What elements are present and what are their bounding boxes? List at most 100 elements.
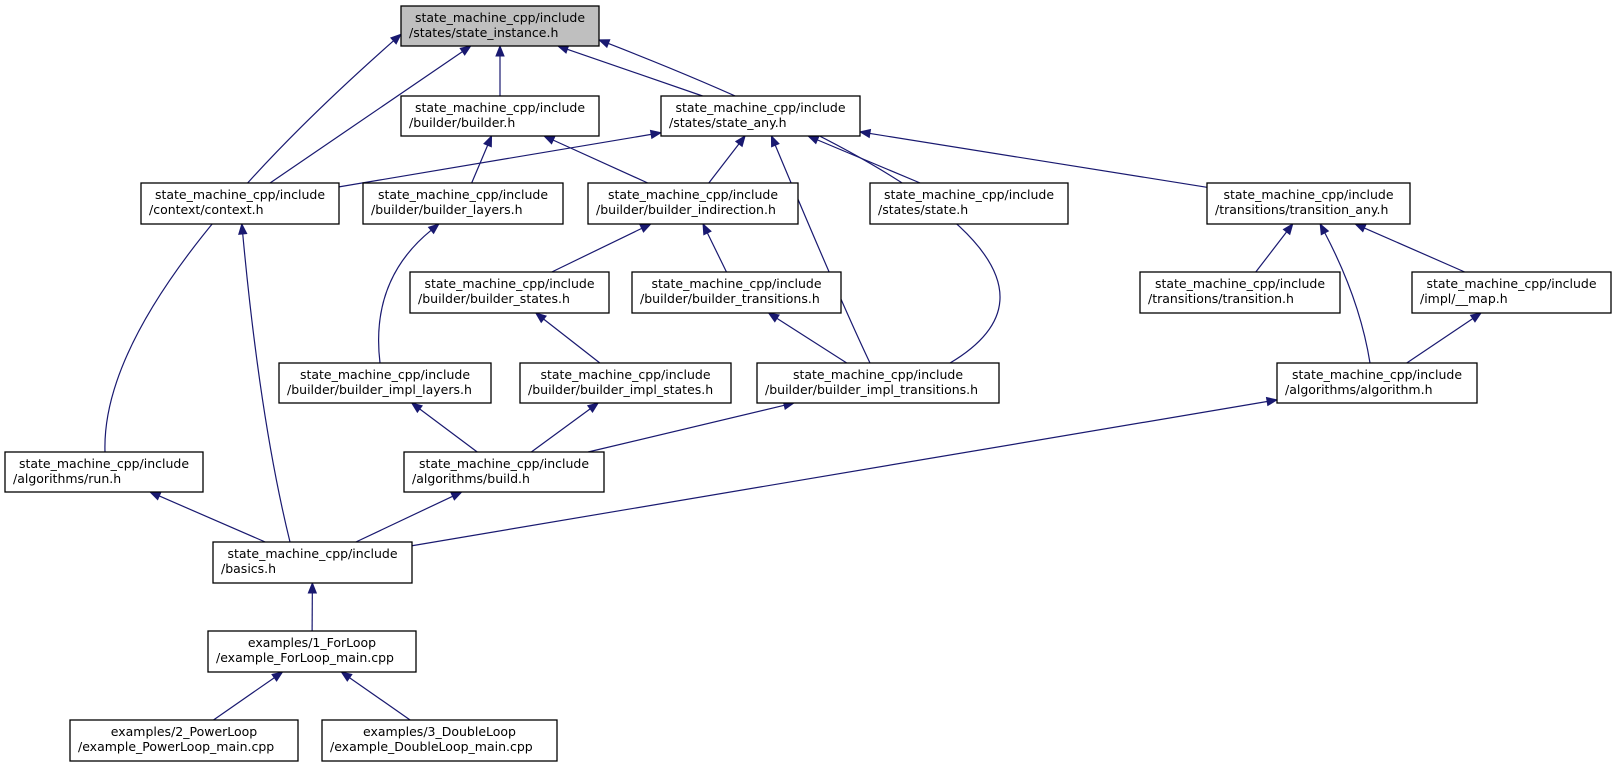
- edge-state-to-state_any: [806, 135, 921, 184]
- node-build[interactable]: state_machine_cpp/include/algorithms/bui…: [403, 451, 605, 493]
- node-box: [1206, 182, 1411, 225]
- node-box: [756, 362, 1000, 404]
- node-state_any[interactable]: state_machine_cpp/include/states/state_a…: [660, 95, 861, 137]
- node-label-line2: /algorithms/algorithm.h: [1285, 382, 1433, 397]
- node-doubleloop[interactable]: examples/3_DoubleLoop/example_DoubleLoop…: [321, 719, 558, 762]
- node-label-line2: /states/state_any.h: [669, 115, 787, 130]
- node-run[interactable]: state_machine_cpp/include/algorithms/run…: [4, 451, 204, 493]
- node-label-line1: state_machine_cpp/include: [19, 456, 189, 471]
- node-label-line2: /example_ForLoop_main.cpp: [216, 650, 394, 665]
- node-box: [587, 182, 799, 225]
- node-label-line1: state_machine_cpp/include: [675, 100, 845, 115]
- arrowhead-icon: [597, 39, 611, 49]
- edge-transition-to-transition_any: [1255, 222, 1294, 273]
- node-box: [1139, 271, 1341, 314]
- node-box: [140, 182, 340, 225]
- node-label-line2: /states/state.h: [878, 202, 968, 217]
- node-map[interactable]: state_machine_cpp/include/impl/__map.h: [1411, 271, 1612, 314]
- node-label-line1: state_machine_cpp/include: [419, 456, 589, 471]
- edge-builder_impl_transitions-to-builder_transitions: [767, 312, 848, 364]
- node-label-line1: state_machine_cpp/include: [415, 100, 585, 115]
- node-label-line1: state_machine_cpp/include: [300, 367, 470, 382]
- node-label-line1: state_machine_cpp/include: [884, 187, 1054, 202]
- node-box: [321, 719, 558, 762]
- edge-builder_impl_transitions-to-state_any: [770, 134, 871, 364]
- node-powerloop[interactable]: examples/2_PowerLoop/example_PowerLoop_m…: [69, 719, 299, 762]
- arrowhead-icon: [238, 222, 248, 235]
- edge-builder_transitions-to-builder_indirection: [702, 222, 728, 273]
- node-label-line1: state_machine_cpp/include: [378, 187, 548, 202]
- arrowhead-icon: [639, 223, 652, 233]
- node-label-line2: /builder/builder_indirection.h: [596, 202, 776, 217]
- edge-builder_indirection-to-state_any: [708, 134, 746, 184]
- node-label-line1: state_machine_cpp/include: [608, 187, 778, 202]
- node-box: [4, 451, 204, 493]
- edge-basics-to-build: [355, 491, 463, 543]
- arrowhead-icon: [734, 134, 746, 148]
- edge-context-to-state_instance: [269, 45, 472, 184]
- arrowhead-icon: [770, 134, 780, 148]
- edge-transition_any-to-state_any: [858, 128, 1208, 188]
- node-algorithm[interactable]: state_machine_cpp/include/algorithms/alg…: [1276, 362, 1478, 404]
- node-builder_states[interactable]: state_machine_cpp/include/builder/builde…: [409, 271, 610, 314]
- node-state[interactable]: state_machine_cpp/include/states/state.h: [869, 182, 1069, 225]
- arrowhead-icon: [1319, 222, 1330, 236]
- node-box: [400, 5, 600, 47]
- node-label-line1: state_machine_cpp/include: [651, 276, 821, 291]
- node-label-line1: state_machine_cpp/include: [155, 187, 325, 202]
- node-builder_layers[interactable]: state_machine_cpp/include/builder/builde…: [362, 182, 564, 225]
- node-box: [278, 362, 492, 404]
- node-label-line2: /builder/builder_impl_layers.h: [287, 382, 472, 397]
- node-box: [519, 362, 732, 404]
- node-builder_transitions[interactable]: state_machine_cpp/include/builder/builde…: [631, 271, 842, 314]
- node-builder_impl_states[interactable]: state_machine_cpp/include/builder/builde…: [519, 362, 732, 404]
- arrowhead-icon: [427, 223, 440, 235]
- node-builder_impl_transitions[interactable]: state_machine_cpp/include/builder/builde…: [756, 362, 1000, 404]
- edge-state_any-to-state_instance: [556, 44, 703, 97]
- node-label-line1: state_machine_cpp/include: [1155, 276, 1325, 291]
- edge-builder_layers-to-builder: [471, 134, 493, 184]
- node-label-line2: /algorithms/run.h: [13, 471, 121, 486]
- arrowhead-icon: [148, 491, 162, 501]
- node-label-line2: /transitions/transition.h: [1148, 291, 1294, 306]
- arrowhead-icon: [1265, 396, 1279, 407]
- node-box: [207, 630, 417, 673]
- edge-powerloop-to-forloop: [213, 671, 284, 721]
- node-box: [660, 95, 861, 137]
- arrowhead-icon: [806, 135, 820, 145]
- node-label-line1: examples/2_PowerLoop: [111, 724, 258, 739]
- node-label-line1: state_machine_cpp/include: [793, 367, 963, 382]
- edge-builder-to-state_instance: [495, 44, 505, 96]
- edge-basics-to-algorithm: [411, 396, 1279, 547]
- node-builder[interactable]: state_machine_cpp/include/builder/builde…: [400, 95, 600, 137]
- node-transition[interactable]: state_machine_cpp/include/transitions/tr…: [1139, 271, 1341, 314]
- node-label-line1: state_machine_cpp/include: [540, 367, 710, 382]
- node-builder_impl_layers[interactable]: state_machine_cpp/include/builder/builde…: [278, 362, 492, 404]
- edge-build-to-builder_impl_states: [530, 402, 600, 453]
- edge-builder_impl_layers-to-builder_layers: [378, 223, 440, 364]
- node-label-line2: /builder/builder_impl_transitions.h: [765, 382, 978, 397]
- node-label-line1: examples/3_DoubleLoop: [363, 724, 516, 739]
- node-box: [631, 271, 842, 314]
- node-basics[interactable]: state_machine_cpp/include/basics.h: [212, 541, 413, 584]
- node-transition_any[interactable]: state_machine_cpp/include/transitions/tr…: [1206, 182, 1411, 225]
- edge-algorithm-to-transition_any: [1319, 222, 1371, 364]
- arrowhead-icon: [271, 671, 284, 682]
- edge-context-to-state_any: [338, 129, 663, 188]
- node-context[interactable]: state_machine_cpp/include/context/contex…: [140, 182, 340, 225]
- node-label-line1: state_machine_cpp/include: [424, 276, 594, 291]
- node-label-line2: /builder/builder_impl_states.h: [528, 382, 713, 397]
- edge-doubleloop-to-forloop: [340, 671, 411, 721]
- arrowhead-icon: [858, 128, 872, 139]
- arrowhead-icon: [307, 581, 318, 594]
- node-label-line2: /builder/builder_transitions.h: [640, 291, 820, 306]
- edge-algorithm-to-map: [1406, 312, 1483, 364]
- node-forloop[interactable]: examples/1_ForLoop/example_ForLoop_main.…: [207, 630, 417, 673]
- node-label-line1: state_machine_cpp/include: [1292, 367, 1462, 382]
- node-builder_indirection[interactable]: state_machine_cpp/include/builder/builde…: [587, 182, 799, 225]
- edge-build-to-builder_impl_transitions: [587, 400, 796, 453]
- node-label-line2: /algorithms/build.h: [412, 471, 530, 486]
- arrowhead-icon: [542, 135, 556, 145]
- arrowhead-icon: [649, 129, 663, 140]
- node-label-line1: state_machine_cpp/include: [1426, 276, 1596, 291]
